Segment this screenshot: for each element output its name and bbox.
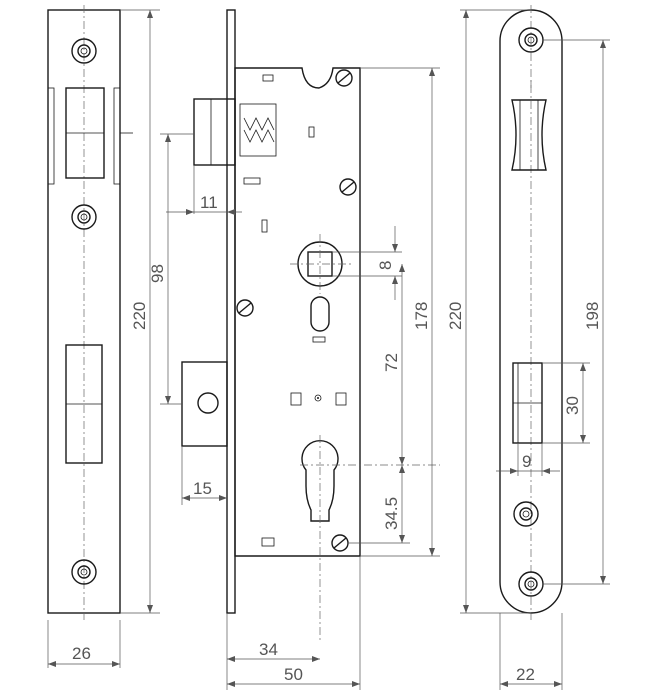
spindle-hub [290, 234, 352, 294]
dim-strike-opening: 30 [563, 396, 582, 415]
strike-bolt-opening [511, 99, 547, 171]
screw-icon [236, 299, 254, 317]
dim-cylinder-to-screw: 34.5 [382, 497, 401, 530]
screw-icon [331, 534, 349, 552]
deadbolt [193, 98, 236, 166]
dim-strike-height: 220 [446, 302, 465, 330]
oval-slot [310, 296, 330, 332]
dim-backset: 34 [259, 640, 278, 659]
strike-plate-view: 220 198 30 9 22 [446, 5, 610, 690]
dim-body-depth: 50 [284, 665, 303, 684]
lock-case [234, 67, 361, 557]
screw-hole [71, 38, 97, 64]
spring-icon [243, 117, 275, 143]
screw-icon [335, 69, 353, 87]
dim-strike-width: 22 [516, 665, 535, 684]
screw-hole [71, 559, 97, 585]
latch [181, 361, 228, 447]
cylinder-profile [301, 440, 339, 522]
screw-hole [513, 501, 539, 527]
dim-spindle-to-cylinder: 72 [382, 353, 401, 372]
screw-icon [339, 178, 357, 196]
forend-plate [226, 9, 236, 614]
dim-bolt-projection: 11 [200, 193, 218, 212]
dim-strike-hole-spacing: 198 [583, 302, 602, 330]
dim-spindle-square: 8 [376, 261, 395, 270]
lock-body-view: 11 98 15 178 8 72 [148, 9, 440, 690]
dim-latch-projection: 15 [193, 479, 212, 498]
faceplate-view: 26 220 [47, 5, 160, 668]
dim-faceplate-width: 26 [72, 644, 91, 663]
dim-body-height: 178 [412, 302, 431, 330]
dim-faceplate-height: 220 [130, 302, 149, 330]
dim-bolt-to-latch: 98 [148, 264, 167, 283]
screw-hole [71, 204, 97, 230]
dim-strike-offset: 9 [522, 452, 531, 471]
